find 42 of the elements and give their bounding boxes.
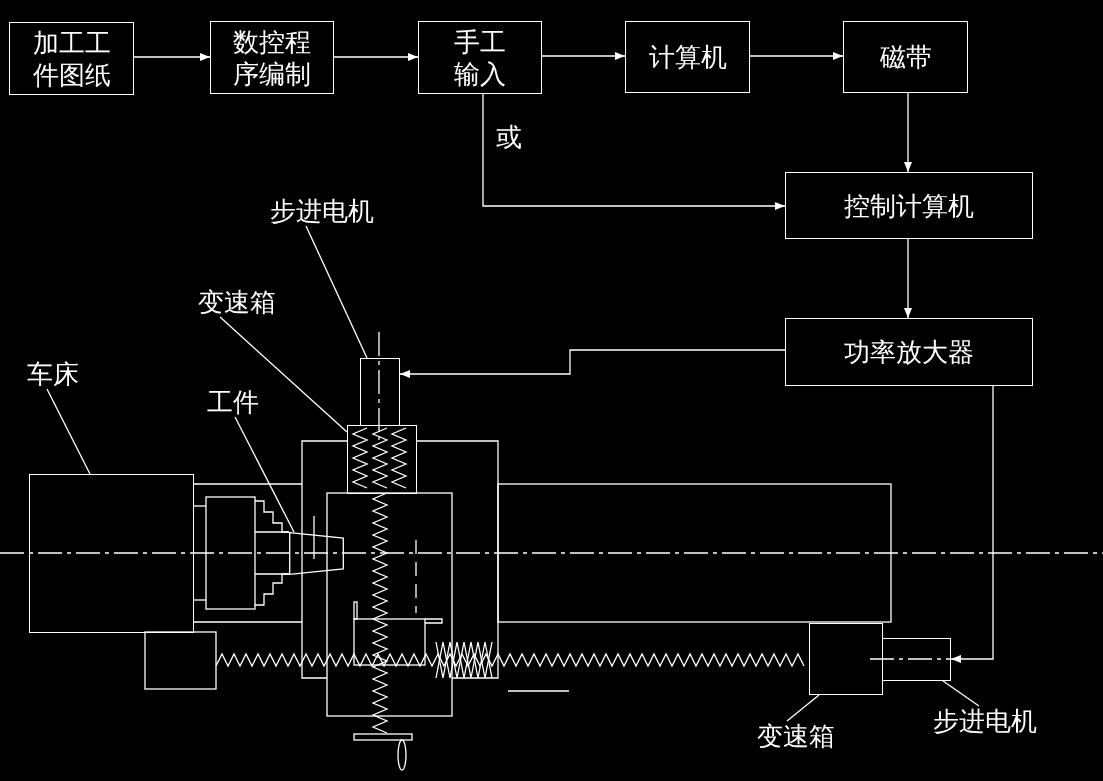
gearbox-block bbox=[347, 425, 417, 494]
box-label: 手工输入 bbox=[453, 25, 507, 90]
process-box bbox=[625, 21, 750, 93]
process-box bbox=[843, 21, 968, 93]
edge-label: 或 bbox=[496, 122, 522, 152]
arrow bbox=[950, 385, 994, 663]
callout-label: 变速箱 bbox=[757, 721, 835, 751]
callout-label: 变速箱 bbox=[198, 287, 276, 317]
leader-line bbox=[305, 225, 368, 359]
leader-line bbox=[234, 416, 295, 533]
leader-line bbox=[786, 694, 820, 722]
box-label: 加工工件图纸 bbox=[31, 26, 112, 91]
process-box bbox=[785, 318, 1033, 386]
arrow bbox=[399, 349, 786, 378]
box-label: 功率放大器 bbox=[844, 336, 974, 368]
workpiece-shape bbox=[289, 532, 344, 575]
process-box bbox=[418, 21, 542, 94]
arrow bbox=[541, 52, 626, 60]
box-label: 计算机 bbox=[648, 41, 727, 73]
callout-label: 车床 bbox=[27, 359, 79, 389]
box-label: 控制计算机 bbox=[844, 189, 974, 222]
headstock-block bbox=[29, 474, 194, 633]
arrow bbox=[333, 53, 419, 61]
motor-block bbox=[882, 638, 951, 681]
arrow bbox=[904, 92, 912, 173]
arrow bbox=[749, 52, 844, 60]
box-label: 磁带 bbox=[879, 41, 932, 73]
process-box bbox=[785, 172, 1033, 239]
arrow bbox=[904, 238, 912, 319]
arrow bbox=[133, 53, 211, 61]
callout-label: 步进电机 bbox=[270, 196, 374, 226]
motor-block bbox=[360, 358, 400, 426]
leader-line bbox=[219, 316, 348, 433]
leader-line bbox=[46, 388, 91, 475]
process-box bbox=[210, 21, 334, 94]
gearbox-block bbox=[809, 623, 883, 695]
box-label: 数控程序编制 bbox=[232, 25, 312, 90]
arrow bbox=[482, 93, 786, 210]
process-box bbox=[9, 22, 134, 95]
callout-label: 步进电机 bbox=[933, 706, 1037, 736]
leader-line bbox=[942, 680, 980, 707]
callout-label: 工件 bbox=[207, 387, 259, 417]
